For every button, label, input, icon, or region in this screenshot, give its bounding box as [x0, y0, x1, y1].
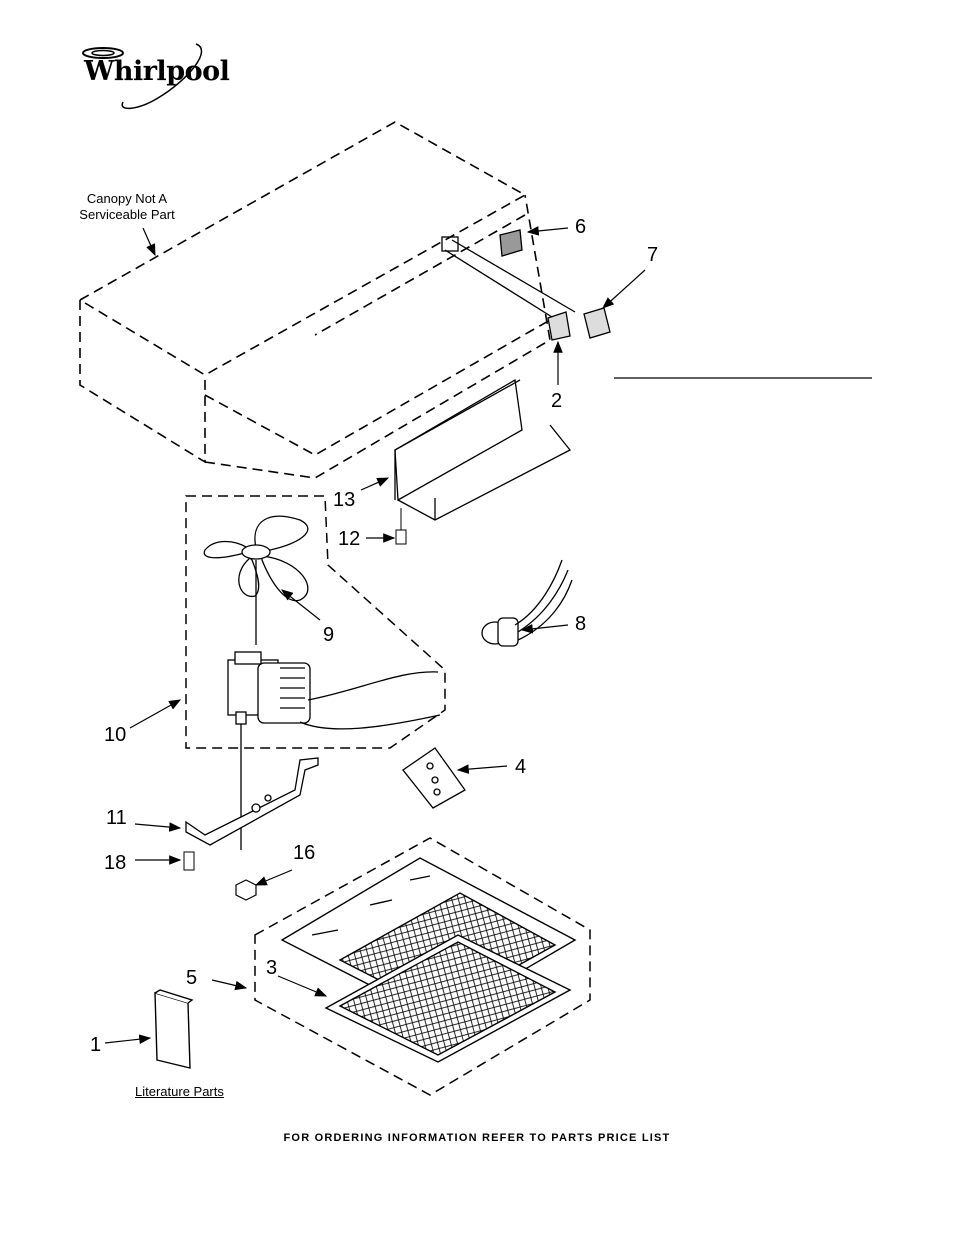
fan-motor-part [227, 651, 441, 850]
literature-parts-label: Literature Parts [135, 1084, 224, 1099]
ordering-footer: FOR ORDERING INFORMATION REFER TO PARTS … [283, 1132, 671, 1144]
callout-16: 16 [293, 842, 316, 864]
filter-group-outline [254, 837, 591, 1096]
canopy-note: Canopy Not A Serviceable Part [72, 191, 182, 223]
whirlpool-logo: Whirlpool [78, 40, 230, 115]
callout-6: 6 [575, 216, 587, 238]
callout-10: 10 [104, 724, 127, 746]
callout-2: 2 [551, 390, 563, 412]
callout-12: 12 [338, 528, 361, 550]
canopy-note-line2: Serviceable Part [79, 207, 175, 222]
callout-3: 3 [266, 957, 278, 979]
canopy-note-line1: Canopy Not A [86, 191, 168, 206]
vent-shield-part [394, 378, 572, 521]
fan-blade-part [203, 515, 309, 645]
callout-8: 8 [575, 613, 587, 635]
callout-1: 1 [90, 1034, 102, 1056]
light-socket-part [481, 559, 573, 647]
screw-18 [183, 851, 195, 871]
motor-bracket-part [185, 757, 319, 846]
screw-12 [395, 508, 407, 545]
callout-arrows [104, 226, 646, 1044]
literature-booklet-part [154, 989, 194, 1069]
callout-18: 18 [104, 852, 127, 874]
nut-16 [235, 879, 257, 901]
callout-13: 13 [333, 489, 356, 511]
whirlpool-swirl-icon [82, 43, 203, 110]
lamp-bracket-part [402, 747, 466, 809]
callout-9: 9 [323, 624, 335, 646]
callout-5: 5 [186, 967, 198, 989]
charcoal-filter-part [324, 934, 572, 1063]
callout-4: 4 [515, 756, 527, 778]
callout-7: 7 [647, 244, 659, 266]
logo-wordmark: Whirlpool [84, 56, 230, 87]
light-switch-bar [441, 229, 611, 341]
canopy-outline [78, 121, 551, 479]
callout-11: 11 [106, 807, 127, 829]
motor-assembly-outline [185, 495, 446, 749]
